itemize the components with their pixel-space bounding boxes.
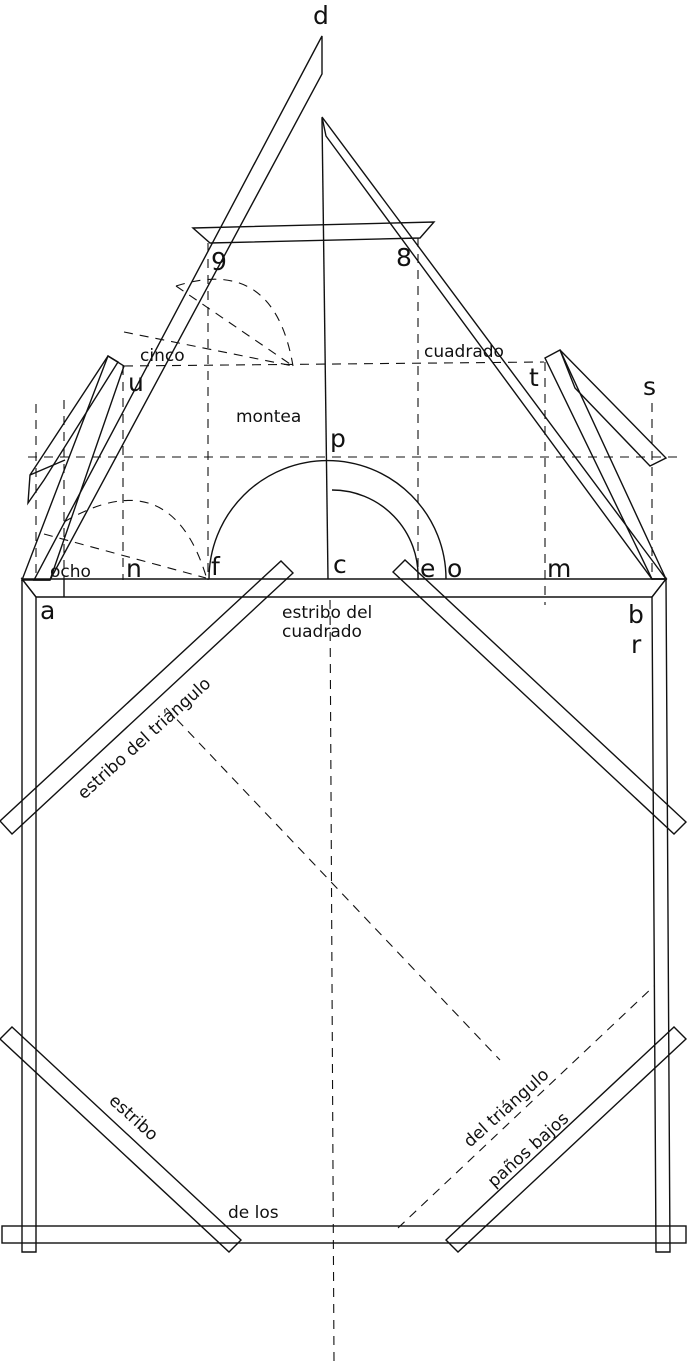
dragon-tie-upper-left bbox=[0, 560, 295, 835]
diagonal-dashed-lower bbox=[397, 985, 655, 1229]
right-wall bbox=[651, 576, 671, 1253]
point-m: m bbox=[547, 554, 571, 583]
point-8: 8 bbox=[396, 243, 412, 272]
dragon-tie-upper-right bbox=[391, 559, 687, 835]
point-d: d bbox=[313, 1, 329, 30]
rafter-right-lower bbox=[544, 349, 668, 580]
label-cuadrado-lower: cuadrado bbox=[282, 622, 362, 642]
dashed-radius-upper bbox=[123, 331, 294, 367]
point-n: n bbox=[126, 554, 142, 583]
outer-arc bbox=[208, 459, 447, 580]
left-wall bbox=[21, 576, 37, 1253]
point-b: b bbox=[628, 600, 644, 629]
label-estribo-del: estribo del bbox=[282, 603, 372, 623]
diagonal-dashed-main bbox=[165, 707, 501, 1061]
point-e: e bbox=[420, 554, 435, 583]
label-cinco: cinco bbox=[140, 346, 185, 366]
collar-tie bbox=[191, 221, 436, 244]
bottom-beam bbox=[1, 1225, 687, 1244]
vertical-dashed-centre bbox=[329, 599, 335, 1362]
rafter-left-lower bbox=[20, 354, 125, 581]
dashed-lines bbox=[28, 238, 680, 1362]
label-estribo: estribo bbox=[105, 1091, 162, 1145]
point-c: c bbox=[333, 550, 347, 579]
point-a: a bbox=[40, 596, 55, 625]
solid-lines bbox=[0, 35, 687, 1253]
inner-arc bbox=[331, 489, 419, 580]
label-ocho: ocho bbox=[50, 562, 91, 582]
dragon-tie-lower-left bbox=[0, 1026, 243, 1253]
dashed-arc-upper bbox=[175, 278, 294, 367]
label-de-los: de los bbox=[228, 1203, 279, 1223]
upper-horizontal-dashed bbox=[123, 361, 545, 367]
point-r: r bbox=[631, 630, 642, 659]
dashed-chord-upper bbox=[175, 285, 294, 367]
centre-post bbox=[321, 117, 329, 580]
point-o: o bbox=[447, 554, 462, 583]
point-9: 9 bbox=[211, 247, 227, 276]
point-s: s bbox=[643, 372, 656, 401]
label-montea: montea bbox=[236, 407, 301, 427]
rafter-left bbox=[32, 35, 323, 581]
point-f: f bbox=[211, 552, 221, 581]
jack-right bbox=[559, 349, 668, 467]
point-p: p bbox=[330, 424, 346, 453]
label-estribo-del-triangulo: estribo del triángulo bbox=[74, 674, 215, 804]
point-t: t bbox=[529, 363, 539, 392]
jack-left bbox=[27, 355, 119, 506]
point-u: u bbox=[128, 368, 144, 397]
dragon-tie-lower-right bbox=[444, 1026, 687, 1253]
label-cuadrado: cuadrado bbox=[424, 342, 504, 362]
text-labels: cinco cuadrado montea ocho estribo del c… bbox=[50, 342, 573, 1223]
point-labels: d 9 8 s u t p n f c e o m a b r bbox=[40, 1, 656, 659]
dashed-radius-lower bbox=[43, 533, 207, 579]
